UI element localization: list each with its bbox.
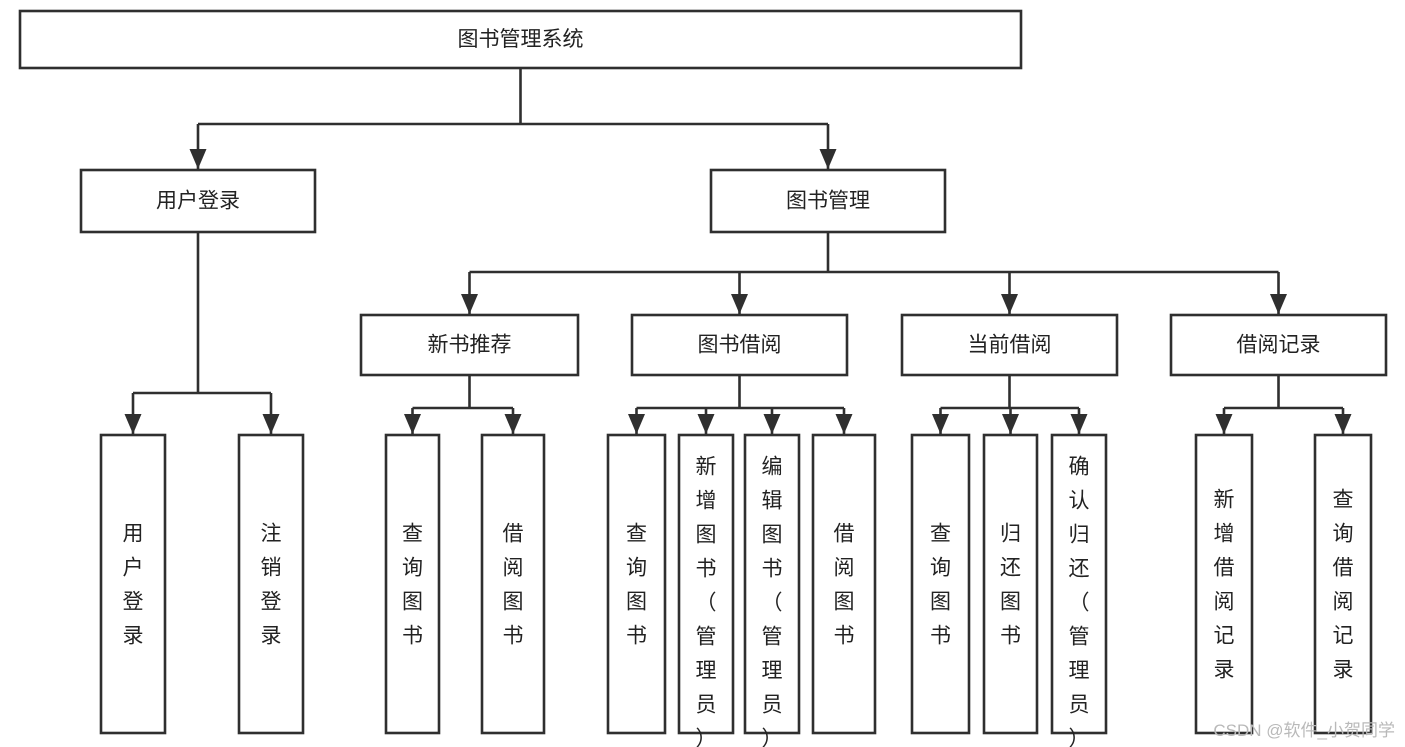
node-label-leaf-user-login: 用户登录: [123, 522, 144, 647]
node-user-login[interactable]: 用户登录: [79, 168, 317, 234]
arrow-to-leaf-user-login: [124, 414, 142, 434]
node-label-leaf-query-borrow-record: 查询借阅记录: [1333, 488, 1354, 681]
arrow-to-leaf-query-book-recommend: [404, 414, 421, 434]
connectors-layer: [124, 68, 1352, 434]
node-leaf-query-borrow-record[interactable]: 查询借阅记录: [1313, 433, 1373, 735]
node-box-leaf-user-logout: [237, 433, 305, 735]
arrow-to-current-borrow: [1001, 294, 1018, 314]
node-box-leaf-borrow-book-recommend: [480, 433, 546, 735]
node-label-leaf-edit-book-admin: 编辑图书（管理员）: [762, 455, 783, 747]
arrow-to-book-borrow: [731, 294, 748, 314]
arrow-to-new-book-recommend: [461, 294, 478, 314]
node-label-leaf-add-borrow-record: 新增借阅记录: [1214, 488, 1235, 681]
node-leaf-add-book-admin[interactable]: 新增图书（管理员）: [677, 433, 735, 747]
node-book-borrow[interactable]: 图书借阅: [630, 313, 849, 377]
node-label-user-login: 用户登录: [156, 190, 240, 213]
node-new-book-recommend[interactable]: 新书推荐: [359, 313, 580, 377]
node-label-leaf-query-book-borrow: 查询图书: [626, 522, 647, 647]
arrow-to-leaf-query-book-borrow: [628, 414, 645, 434]
node-box-leaf-add-borrow-record: [1194, 433, 1254, 735]
node-leaf-return-book[interactable]: 归还图书: [982, 433, 1039, 735]
node-current-borrow[interactable]: 当前借阅: [900, 313, 1119, 377]
node-box-leaf-borrow-book: [811, 433, 877, 735]
arrow-to-user-login: [189, 149, 207, 169]
node-borrow-record[interactable]: 借阅记录: [1169, 313, 1388, 377]
node-label-new-book-recommend: 新书推荐: [428, 334, 512, 357]
node-leaf-borrow-book[interactable]: 借阅图书: [811, 433, 877, 735]
node-label-book-borrow: 图书借阅: [698, 334, 782, 357]
watermark-text: CSDN @软件_小贺同学: [1213, 721, 1395, 740]
node-box-root: [18, 9, 1023, 70]
node-box-new-book-recommend: [359, 313, 580, 377]
node-book-manage[interactable]: 图书管理: [709, 168, 947, 234]
node-root[interactable]: 图书管理系统: [18, 9, 1023, 70]
node-leaf-add-borrow-record[interactable]: 新增借阅记录: [1194, 433, 1254, 735]
node-box-leaf-user-login: [99, 433, 167, 735]
node-leaf-query-book-borrow[interactable]: 查询图书: [606, 433, 667, 735]
node-label-current-borrow: 当前借阅: [968, 334, 1052, 357]
node-leaf-confirm-return-admin[interactable]: 确认归还（管理员）: [1050, 433, 1108, 747]
node-box-borrow-record: [1169, 313, 1388, 377]
arrow-to-leaf-edit-book-admin: [763, 414, 781, 434]
node-box-leaf-query-book-recommend: [384, 433, 441, 735]
arrow-to-leaf-add-borrow-record: [1215, 414, 1233, 434]
nodes-layer: 图书管理系统用户登录图书管理新书推荐图书借阅当前借阅借阅记录用户登录注销登录查询…: [18, 9, 1388, 747]
node-label-borrow-record: 借阅记录: [1237, 334, 1321, 357]
node-box-current-borrow: [900, 313, 1119, 377]
node-box-leaf-query-book-current: [910, 433, 971, 735]
arrow-to-leaf-return-book: [1002, 414, 1019, 434]
arrow-to-leaf-add-book-admin: [697, 414, 715, 434]
node-box-user-login: [79, 168, 317, 234]
node-box-leaf-confirm-return-admin: [1050, 433, 1108, 735]
node-box-book-borrow: [630, 313, 849, 377]
arrow-to-leaf-query-borrow-record: [1334, 414, 1352, 434]
arrow-to-leaf-confirm-return-admin: [1070, 414, 1088, 434]
arrow-to-borrow-record: [1270, 294, 1287, 314]
node-label-leaf-borrow-book: 借阅图书: [834, 522, 855, 647]
node-leaf-borrow-book-recommend[interactable]: 借阅图书: [480, 433, 546, 735]
arrow-to-leaf-query-book-current: [932, 414, 949, 434]
node-label-leaf-query-book-current: 查询图书: [930, 522, 951, 647]
node-label-leaf-user-logout: 注销登录: [261, 522, 282, 647]
node-label-leaf-borrow-book-recommend: 借阅图书: [503, 522, 524, 647]
arrow-to-leaf-borrow-book: [835, 414, 853, 434]
node-box-leaf-add-book-admin: [677, 433, 735, 735]
node-leaf-user-login[interactable]: 用户登录: [99, 433, 167, 735]
node-box-leaf-edit-book-admin: [743, 433, 801, 735]
node-box-leaf-query-book-borrow: [606, 433, 667, 735]
node-box-leaf-query-borrow-record: [1313, 433, 1373, 735]
node-label-leaf-confirm-return-admin: 确认归还（管理员）: [1069, 455, 1090, 747]
arrow-to-leaf-user-logout: [262, 414, 280, 434]
node-label-leaf-add-book-admin: 新增图书（管理员）: [696, 455, 717, 747]
node-box-leaf-return-book: [982, 433, 1039, 735]
node-leaf-query-book-current[interactable]: 查询图书: [910, 433, 971, 735]
node-leaf-edit-book-admin[interactable]: 编辑图书（管理员）: [743, 433, 801, 747]
arrow-to-leaf-borrow-book-recommend: [504, 414, 522, 434]
node-label-leaf-return-book: 归还图书: [1000, 522, 1021, 647]
node-label-book-manage: 图书管理: [786, 190, 870, 213]
node-box-book-manage: [709, 168, 947, 234]
node-leaf-query-book-recommend[interactable]: 查询图书: [384, 433, 441, 735]
node-label-leaf-query-book-recommend: 查询图书: [402, 522, 423, 647]
node-label-root: 图书管理系统: [458, 28, 584, 51]
node-leaf-user-logout[interactable]: 注销登录: [237, 433, 305, 735]
arrow-to-book-manage: [819, 149, 837, 169]
